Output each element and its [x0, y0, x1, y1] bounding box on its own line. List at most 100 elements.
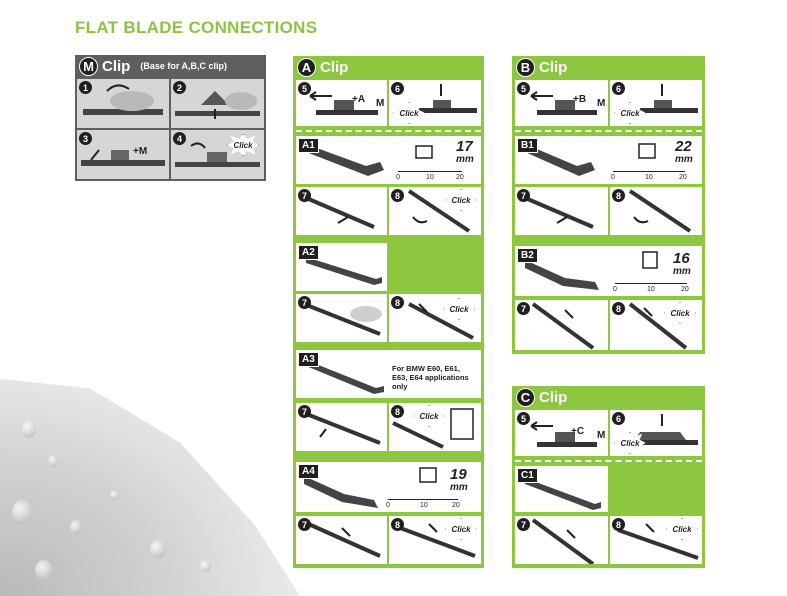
- adapter-insert-illustration: [303, 411, 381, 445]
- step-7-image: 7: [515, 516, 608, 564]
- m-label: M: [376, 98, 385, 109]
- plus-b-label: +B: [573, 94, 587, 105]
- section-a2-image: A2: [296, 243, 387, 291]
- panel-c-header: C Clip: [512, 386, 705, 408]
- section-label: A1: [298, 138, 319, 153]
- panel-m-badge: M: [79, 56, 98, 76]
- step-7-image: 7: [296, 294, 387, 342]
- adapter-insert-illustration: [531, 302, 595, 350]
- section-label: B2: [517, 248, 538, 263]
- water-drop: [150, 540, 166, 558]
- section-label: C1: [517, 468, 538, 483]
- step-5-image: 5 +B M: [515, 80, 608, 126]
- step-number: 8: [612, 189, 625, 202]
- step-number: 3: [79, 132, 92, 145]
- panel-b-clip: B Clip 5 +B M 6 Click B1 22 mm 0 10: [512, 56, 705, 354]
- panel-m-clip: M Clip (Base for A,B,C clip) 1 2 3 +M: [75, 55, 266, 181]
- step-3-image: 3 +M: [77, 130, 169, 179]
- measurement-unit: mm: [450, 482, 468, 493]
- dashed-divider: [515, 130, 702, 132]
- step-number: 6: [391, 82, 404, 95]
- ruler: [388, 490, 458, 500]
- section-b2-image: B2 16 mm 0 10 20: [515, 246, 702, 296]
- step-7-image: 7: [296, 187, 387, 235]
- panel-m-subtitle: (Base for A,B,C clip): [140, 61, 228, 71]
- step-5-image: 5 +C M: [515, 410, 608, 456]
- adapter-insert-illustration: [522, 195, 594, 229]
- adapter-insert-illustration: [303, 520, 381, 558]
- section-a4-image: A4 19 mm 0 10 20: [296, 462, 481, 512]
- step-number: 8: [612, 302, 625, 315]
- ruler-tick-label: 10: [647, 286, 655, 293]
- panel-b-header: B Clip: [512, 56, 705, 78]
- panel-b-badge: B: [516, 57, 535, 77]
- panel-c-clip: C Clip 5 +C M 6 Click C1 7: [512, 386, 705, 568]
- click-burst: Click: [227, 134, 259, 156]
- step-6-image: 6 Click: [610, 410, 702, 456]
- water-drop: [48, 455, 58, 467]
- measurement-value: 19: [450, 466, 467, 483]
- panel-b-title: Clip: [539, 58, 568, 76]
- step-number: 6: [612, 412, 625, 425]
- step-8-image: 8 Click: [610, 300, 702, 350]
- section-label: A2: [298, 245, 319, 260]
- step-number: 5: [298, 82, 311, 95]
- click-burst: Click: [443, 298, 475, 320]
- click-burst: Click: [393, 102, 425, 124]
- step-8-image: 8 Click: [389, 516, 481, 564]
- panel-a-clip: A Clip 5 +A M 6 Click A1 17 mm 0 10: [293, 56, 484, 568]
- step-number: 7: [517, 302, 530, 315]
- step-8-image: 8: [610, 187, 702, 235]
- measurement-value: 22: [675, 138, 692, 155]
- water-drop: [12, 500, 32, 524]
- ruler-tick-label: 20: [681, 286, 689, 293]
- plus-c-label: +C: [571, 426, 585, 437]
- water-drop: [200, 560, 211, 572]
- click-burst: Click: [614, 102, 646, 124]
- m-label: M: [597, 98, 606, 109]
- panel-a-header: A Clip: [293, 56, 484, 78]
- clip-a-attach-illustration: [309, 91, 378, 115]
- panel-c-badge: C: [516, 387, 535, 407]
- click-burst: Click: [413, 405, 445, 427]
- clip-b-attach-illustration: [530, 91, 597, 115]
- step-7-image: 7: [296, 403, 387, 451]
- section-a1-image: A1 17 mm 0 10 20: [296, 136, 481, 184]
- click-burst: Click: [445, 518, 477, 540]
- measurement-unit: mm: [456, 154, 474, 165]
- application-note: For BMW E60, E61, E63, E64 applications …: [392, 364, 469, 391]
- step-7-image: 7: [515, 187, 608, 235]
- step-number: 5: [517, 82, 530, 95]
- panel-a-title: Clip: [320, 58, 349, 76]
- step-number: 1: [79, 81, 92, 94]
- step-4-image: 4 Click: [171, 130, 264, 179]
- dashed-divider: [515, 460, 702, 462]
- adapter-a4-illustration: [304, 467, 437, 508]
- step-7-image: 7: [515, 300, 608, 350]
- ruler-tick-label: 0: [386, 502, 390, 509]
- ruler-tick-label: 0: [611, 174, 615, 181]
- clip-c-attach-illustration: [530, 421, 597, 447]
- clip-lift-illustration: [175, 91, 260, 119]
- step-number: 8: [612, 518, 625, 531]
- measurement-unit: mm: [673, 266, 691, 277]
- panel-m-title: Clip: [102, 57, 131, 75]
- step-number: 7: [298, 405, 311, 418]
- ruler-tick-label: 20: [452, 502, 460, 509]
- ruler-tick-label: 20: [456, 174, 464, 181]
- ruler-tick-label: 20: [679, 174, 687, 181]
- section-a3-image: A3 For BMW E60, E61, E63, E64 applicatio…: [296, 350, 481, 398]
- adapter-c1-illustration: [525, 478, 601, 510]
- adapter-a2-illustration: [306, 257, 382, 285]
- step-number: 6: [612, 82, 625, 95]
- clip-a-snap-illustration: [399, 84, 477, 113]
- ruler: [615, 274, 687, 284]
- step-2-image: 2: [171, 79, 264, 128]
- click-burst: Click: [614, 432, 646, 454]
- panel-m-header: M Clip (Base for A,B,C clip): [75, 55, 266, 77]
- adapter-b2-illustration: [525, 251, 658, 290]
- section-label: B1: [517, 138, 538, 153]
- clip-insert-illustration: [81, 149, 165, 166]
- section-label: A4: [298, 464, 319, 479]
- section-label: A3: [298, 352, 319, 367]
